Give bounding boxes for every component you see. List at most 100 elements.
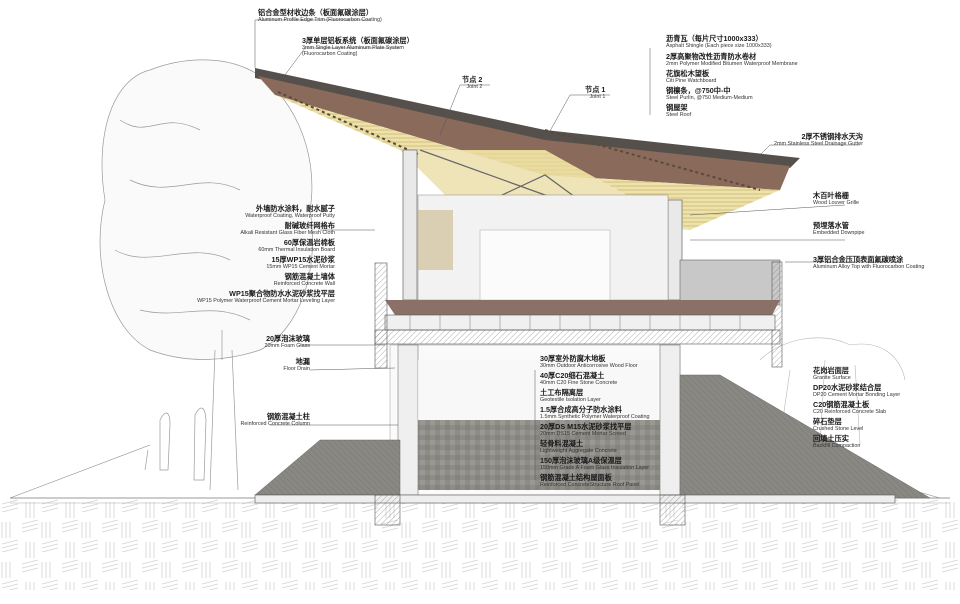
label-zh: C20钢筋混凝土板 — [813, 400, 870, 409]
label-zh: 60厚保温岩棉板 — [283, 238, 335, 247]
label-zh: 2厚不锈钢排水天沟 — [801, 132, 864, 141]
label-zh: 外墙防水涂料，耐水腻子 — [255, 204, 335, 213]
label-en: WP15 Polymer Waterproof Cement Mortar Le… — [197, 297, 335, 304]
label-membrane: 2厚高聚物改性沥青防水卷材 2mm Polymer Modified Bitum… — [666, 53, 798, 67]
label-en: 1.5mm Synthetic Polymer Waterproof Coati… — [540, 413, 650, 420]
label-en: Aluminum Profile Edge Trim (Fluorocarbon… — [258, 16, 382, 23]
label-leveling: WP15聚合物防水水泥砂浆找平层 WP15 Polymer Waterproof… — [197, 290, 335, 304]
label-fine-stone: 40厚C20细石混凝土 40mm C20 Fine Stone Concrete — [540, 372, 617, 386]
label-zh: 沥青瓦（每片尺寸1000x333） — [666, 34, 763, 43]
label-en: Geotextile Isolation Layer — [540, 396, 601, 403]
label-zh: 钢筋混凝土结构屋面板 — [540, 473, 612, 482]
label-zh: 花旗松木望板 — [666, 69, 710, 78]
label-en: Lightweight Aggregate Concrete — [540, 447, 617, 454]
label-zh: WP15聚合物防水水泥砂浆找平层 — [229, 289, 335, 298]
label-en: 2mm Stainless Steel Drainage Gutter — [774, 140, 863, 147]
label-en: Citi Pine Watchboard — [666, 77, 717, 84]
label-en: Alkali Resistant Glass Fiber Mesh Cloth — [240, 229, 335, 236]
label-zh: DP20水泥砂浆结合层 — [813, 383, 882, 392]
shrub-illustration — [759, 337, 906, 446]
label-en: Reinforced Concrete Wall — [273, 280, 335, 287]
label-lightweight: 轻骨料混凝土 Lightweight Aggregate Concrete — [540, 440, 617, 454]
label-c20-slab: C20钢筋混凝土板 C20 Reinforced Concrete Slab — [813, 401, 886, 415]
label-zh: 20厚DS M15水泥砂浆找平层 — [540, 422, 632, 431]
label-gutter: 2厚不锈钢排水天沟 2mm Stainless Steel Drainage G… — [774, 133, 863, 147]
label-en: Joint 2 — [466, 83, 483, 90]
label-en: Granite Surface — [813, 374, 851, 381]
label-dp20: DP20水泥砂浆结合层 DP20 Cement Mortar Bonding L… — [813, 384, 900, 398]
label-en: Crushed Stone Level — [813, 425, 864, 432]
label-zh: 回填土压实 — [813, 434, 849, 443]
label-en: Backfill Compaction — [813, 442, 861, 449]
label-en: Joint 1 — [589, 93, 606, 100]
label-en: 40mm C20 Fine Stone Concrete — [540, 379, 618, 386]
label-wall-coating: 外墙防水涂料，耐水腻子 Waterproof Coating, Waterpro… — [245, 205, 335, 219]
label-granite: 花岗岩面层 Granite Surface — [813, 367, 851, 381]
label-en: C20 Reinforced Concrete Slab — [813, 408, 887, 415]
label-foam-glass: 20厚泡沫玻璃 20mm Foam Glass — [264, 335, 310, 349]
label-downpipe: 预埋落水管 Embedded Downpipe — [813, 222, 865, 236]
label-en: Waterproof Coating, Waterproof Putty — [245, 212, 335, 219]
label-louver: 木百叶格栅 Wood Louver Grille — [813, 192, 859, 206]
label-mesh: 耐碱玻纤网格布 Alkali Resistant Glass Fiber Mes… — [240, 222, 335, 236]
label-en: 3mm Single Layer Aluminum Plate System — [302, 44, 404, 51]
label-en: 20mm DS15 Cement Mortar Screed — [540, 430, 626, 437]
label-alu-top: 3厚铝合金压顶表面氟碳喷涂 Aluminum Alloy Top with Fl… — [813, 256, 924, 270]
label-insulation: 60厚保温岩棉板 60mm Thermal Insulation Board — [258, 239, 335, 253]
label-floor-drain: 地漏 Floor Drain — [283, 358, 310, 372]
label-shingle: 沥青瓦（每片尺寸1000x333） Asphalt Shingle (Each … — [666, 35, 771, 49]
label-foam-150: 150厚泡沫玻璃A级保温层 150mm Grade A Foam Glass I… — [540, 457, 649, 471]
label-en: 15mm WP15 Cement Mortar — [266, 263, 335, 270]
label-en: Embedded Downpipe — [813, 229, 865, 236]
label-en: Wood Louver Grille — [813, 199, 860, 206]
label-zh: 预埋落水管 — [813, 221, 849, 230]
label-zh: 30厚室外防腐木地板 — [540, 354, 606, 363]
label-en: Aluminum Alloy Top with Fluorocarbon Coa… — [813, 263, 925, 270]
label-zh: 轻骨料混凝土 — [540, 439, 584, 448]
label-wood-floor: 30厚室外防腐木地板 30mm Outdoor Anticorrosive Wo… — [540, 355, 638, 369]
label-en: Steel Purlin, @750 Medium-Medium — [666, 94, 753, 101]
label-zh: 花岗岩面层 — [813, 366, 849, 375]
label-roof-panel: 钢筋混凝土结构屋面板 Reinforced ConcreteStructure … — [540, 474, 639, 488]
label-zh: 地漏 — [295, 357, 310, 366]
label-rc-column: 钢筋混凝土柱 Reinforced Concrete Column — [240, 413, 310, 427]
label-backfill: 回填土压实 Backfill Compaction — [813, 435, 860, 449]
leader-lines — [254, 19, 900, 480]
label-watchboard: 花旗松木望板 Citi Pine Watchboard — [666, 70, 716, 84]
label-en: Floor Drain — [283, 365, 310, 372]
label-screed: 20厚DS M15水泥砂浆找平层 20mm DS15 Cement Mortar… — [540, 423, 631, 437]
label-zh: 钢檩条，@750中-中 — [666, 86, 731, 95]
label-purlin: 钢檩条，@750中-中 Steel Purlin, @750 Medium-Me… — [666, 87, 753, 101]
label-zh: 15厚WP15水泥砂浆 — [271, 255, 335, 264]
label-en: 30mm Outdoor Anticorrosive Wood Floor — [540, 362, 638, 369]
label-zh: 土工布隔离层 — [540, 388, 584, 397]
label-en: 150mm Grade A Foam Glass Insulation Laye… — [540, 464, 650, 471]
label-poly-coat: 1.5厚合成高分子防水涂料 1.5mm Synthetic Polymer Wa… — [540, 406, 649, 420]
label-en: Reinforced ConcreteStructure Roof Panel — [540, 481, 640, 488]
label-mortar-15: 15厚WP15水泥砂浆 15mm WP15 Cement Mortar — [266, 256, 335, 270]
label-en: Asphalt Shingle (Each piece size 1000x33… — [666, 42, 772, 49]
label-en: 2mm Polymer Modified Bitumen Waterproof … — [666, 60, 798, 67]
label-zh: 节点 1 — [585, 85, 606, 94]
label-zh: 40厚C20细石混凝土 — [540, 371, 605, 380]
label-zh: 节点 2 — [462, 75, 483, 84]
label-zh: 钢屋架 — [666, 103, 688, 112]
label-en: 20mm Foam Glass — [264, 342, 310, 349]
label-edge-trim: 铝合金型材收边条（板面氟碳涂层） Aluminum Profile Edge T… — [258, 9, 382, 23]
label-zh: 耐碱玻纤网格布 — [284, 221, 335, 230]
label-en: Steel Roof — [666, 111, 692, 118]
label-zh: 2厚高聚物改性沥青防水卷材 — [666, 52, 757, 61]
label-zh: 碎石垫层 — [813, 417, 842, 426]
label-geotextile: 土工布隔离层 Geotextile Isolation Layer — [540, 389, 601, 403]
label-en: DP20 Cement Mortar Bonding Layer — [813, 391, 901, 398]
label-crushed-stone: 碎石垫层 Crushed Stone Level — [813, 418, 863, 432]
label-zh: 150厚泡沫玻璃A级保温层 — [540, 456, 622, 465]
ground-soil-pattern — [0, 498, 960, 590]
label-zh: 钢筋混凝土柱 — [266, 412, 310, 421]
label-joint-1: 节点 1 Joint 1 — [585, 86, 605, 100]
label-steel-roof: 钢屋架 Steel Roof — [666, 104, 691, 118]
label-en: 60mm Thermal Insulation Board — [258, 246, 335, 253]
label-en: Reinforced Concrete Column — [240, 420, 310, 427]
